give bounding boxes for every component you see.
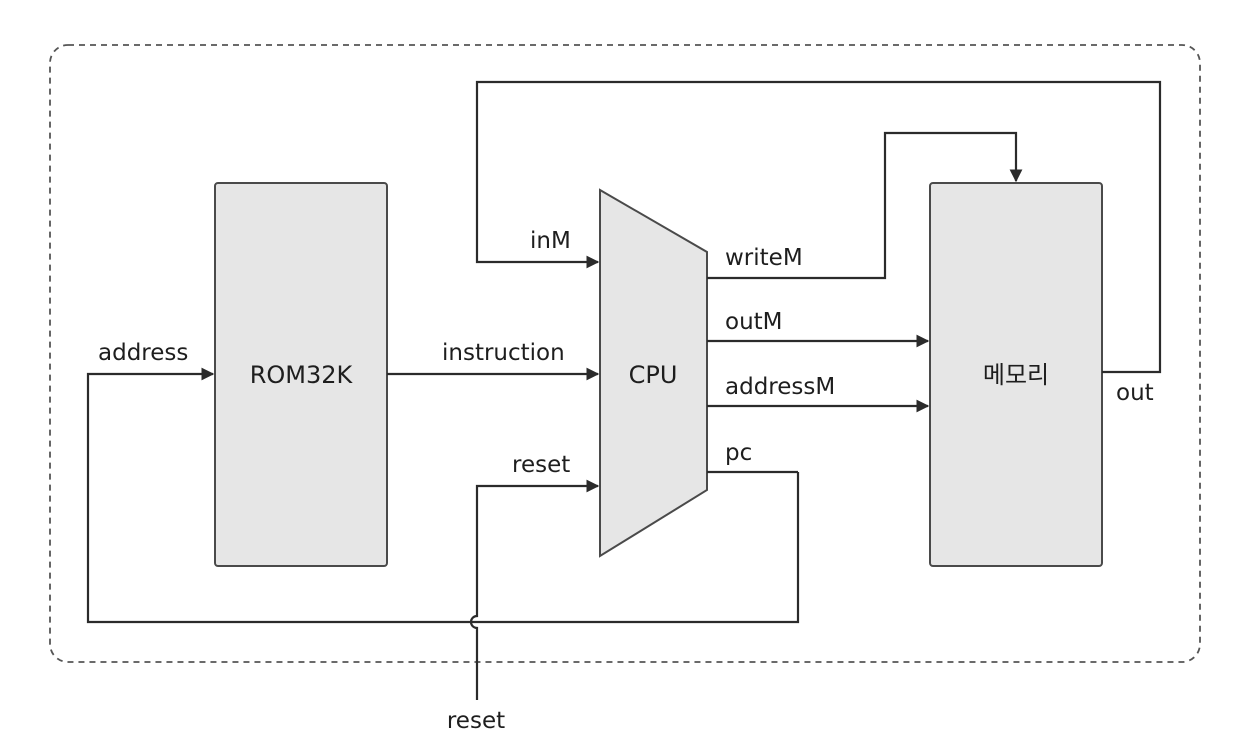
cpu-block <box>599 188 708 558</box>
addressM-label: addressM <box>725 374 835 400</box>
address-wire <box>86 367 800 624</box>
instruction-label: instruction <box>442 340 565 366</box>
reset-wire <box>469 479 600 700</box>
inM-label: inM <box>530 228 571 254</box>
reset-external-label: reset <box>447 708 505 734</box>
writeM-label: writeM <box>725 245 803 271</box>
cpu-label: CPU <box>629 361 678 389</box>
inM-wire <box>475 80 1162 374</box>
out-label: out <box>1116 380 1154 406</box>
address-label: address <box>98 340 188 366</box>
reset-cpu-label: reset <box>512 452 570 478</box>
computer-boundary <box>49 44 1201 663</box>
pc-label: pc <box>725 440 752 466</box>
memory-block <box>929 182 1103 567</box>
writeM-wire <box>707 131 1023 280</box>
memory-label: 메모리 <box>983 361 1049 389</box>
outM-label: outM <box>725 309 783 335</box>
rom32k-label: ROM32K <box>250 361 354 389</box>
